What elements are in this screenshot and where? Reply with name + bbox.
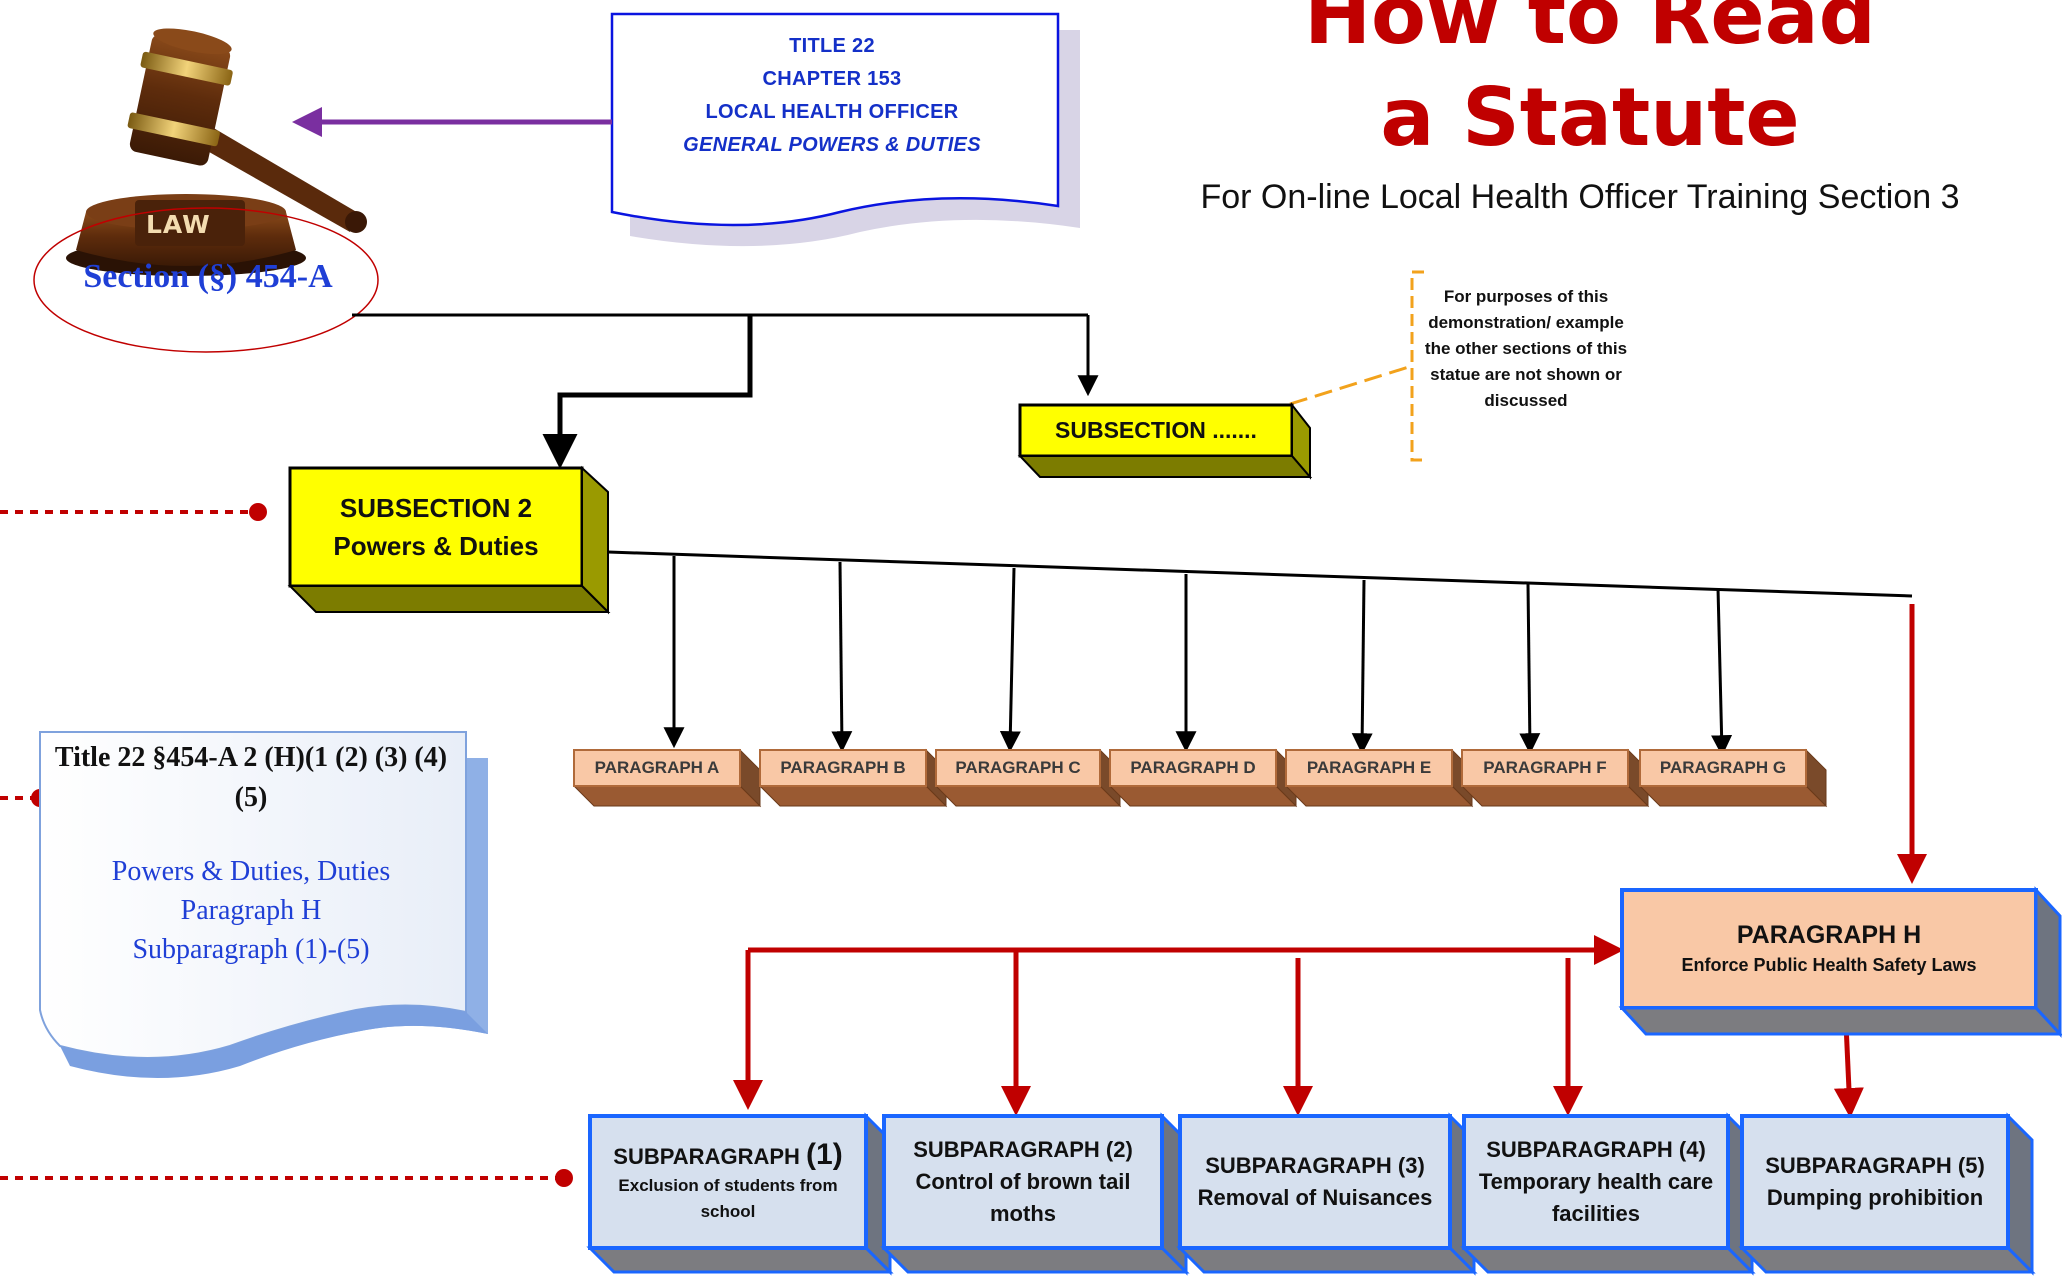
subparagraph-title: SUBPARAGRAPH (3) (1205, 1150, 1425, 1182)
paragraph-box: PARAGRAPH G (1659, 758, 1787, 777)
citation-body-line-1: Powers & Duties, Duties (111, 856, 391, 887)
subparagraph-title: SUBPARAGRAPH (4) (1486, 1134, 1706, 1166)
subparagraph-title: SUBPARAGRAPH (1) (613, 1139, 842, 1173)
subparagraph-description: Control of brown tail moths (915, 1169, 1131, 1226)
section-ellipse (33, 207, 379, 353)
subparagraph-title-text: SUBPARAGRAPH (5) (1765, 1153, 1985, 1178)
subparagraph-description: Removal of Nuisances (1197, 1185, 1433, 1210)
paragraph-box: PARAGRAPH C (955, 758, 1081, 777)
note-bracket (1289, 270, 1424, 462)
subparagraph-box-shape (1738, 1112, 2036, 1276)
dotted-leaders (0, 510, 560, 1180)
law-label: LAW (146, 210, 211, 239)
subparagraph-description: Dumping prohibition (1766, 1185, 1984, 1210)
paragraph-box: PARAGRAPH D (1130, 758, 1256, 777)
citation-scroll-shape (39, 731, 488, 1078)
paragraph-h-title: PARAGRAPH H (1736, 921, 1922, 949)
subparagraph-box: SUBPARAGRAPH (2) Control of brown tail mo… (884, 1116, 1162, 1248)
title-doc-line-3: LOCAL HEALTH OFFICER (705, 101, 959, 123)
paragraph-boxes-shape (572, 748, 1828, 808)
section-label: Section (§) 454-A (83, 258, 333, 295)
paragraph-h-box: PARAGRAPH H Enforce Public Health Safety… (1622, 890, 2036, 1008)
subparagraph-boxes-shape (586, 1112, 2036, 1276)
subparagraph-title: SUBPARAGRAPH (5) (1765, 1150, 1985, 1182)
red-connectors (733, 604, 1927, 1118)
subsection-other-box-shape (1017, 402, 1313, 480)
paragraph-h-box-shape (1618, 886, 2062, 1038)
subparagraph-title-text: SUBPARAGRAPH (613, 1144, 807, 1169)
subparagraph-title: SUBPARAGRAPH (2) (913, 1134, 1133, 1166)
subsection-2-box: SUBSECTION 2 Powers & Duties (290, 468, 582, 586)
paragraph-box-shape (758, 748, 948, 808)
paragraph-box: PARAGRAPH E (1306, 758, 1432, 777)
subparagraph-box: SUBPARAGRAPH (4) Temporary health care fa… (1464, 1116, 1728, 1248)
citation-heading: Title 22 §454-A 2 (H)(1 (2) (3) (4) (5) (54, 742, 448, 813)
page-subtitle: For On-line Local Health Officer Trainin… (1200, 178, 1960, 216)
citation-body-line-3: Subparagraph (1)-(5) (132, 934, 370, 965)
subparagraph-box: SUBPARAGRAPH (1)Exclusion of students fr… (590, 1116, 866, 1248)
subparagraph-description: Exclusion of students from school (618, 1176, 838, 1221)
subparagraph-title-text: SUBPARAGRAPH (2) (913, 1137, 1133, 1162)
subparagraph-box-shape (880, 1112, 1190, 1276)
title-doc-line-4: GENERAL POWERS & DUTIES (683, 134, 981, 156)
paragraph-box-shape (1460, 748, 1650, 808)
paragraph-box-shape (1638, 748, 1828, 808)
demo-note: For purposes of this demonstration/ exam… (1424, 287, 1628, 410)
paragraph-box: PARAGRAPH B (780, 758, 906, 777)
subparagraph-number: (1) (806, 1138, 843, 1171)
title-doc-shape (610, 12, 1060, 227)
subparagraph-box: SUBPARAGRAPH (3) Removal of Nuisances (1180, 1116, 1450, 1248)
citation-body-line-2: Paragraph H (180, 895, 322, 926)
subparagraph-title-text: SUBPARAGRAPH (3) (1205, 1153, 1425, 1178)
paragraph-box: PARAGRAPH F (1483, 758, 1607, 777)
paragraph-h-subtitle: Enforce Public Health Safety Laws (1681, 955, 1977, 975)
title-doc-line-2: CHAPTER 153 (762, 68, 902, 90)
subsection-2-subtitle: Powers & Duties (333, 531, 539, 561)
subparagraph-description: Temporary health care facilities (1478, 1169, 1714, 1226)
subsection-2-title: SUBSECTION 2 (339, 493, 533, 523)
paragraph-box-shape (934, 748, 1122, 808)
title-doc-text: TITLE 22 CHAPTER 153 LOCAL HEALTH OFFICE… (612, 30, 1052, 162)
subparagraph-box: SUBPARAGRAPH (5) Dumping prohibition (1742, 1116, 2008, 1248)
subparagraph-title-text: SUBPARAGRAPH (4) (1486, 1137, 1706, 1162)
citation-scroll: Title 22 §454-A 2 (H)(1 (2) (3) (4) (5) … (40, 738, 462, 969)
subparagraph-box-shape (1176, 1112, 1478, 1276)
paragraph-box-shape (572, 748, 762, 808)
page-title-line-2: a Statute (1380, 71, 1800, 164)
subsection-2-box-shape (287, 465, 611, 615)
citation-body: Powers & Duties, Duties Paragraph H Subp… (40, 852, 462, 969)
paragraph-box: PARAGRAPH A (594, 758, 720, 777)
gavel-icon (66, 28, 367, 276)
title-doc-line-1: TITLE 22 (789, 35, 875, 57)
subsection-other-box: SUBSECTION ....... (1055, 417, 1257, 443)
page-title-line-1: How to Read (1304, 0, 1876, 62)
tree-connectors (352, 313, 1913, 757)
